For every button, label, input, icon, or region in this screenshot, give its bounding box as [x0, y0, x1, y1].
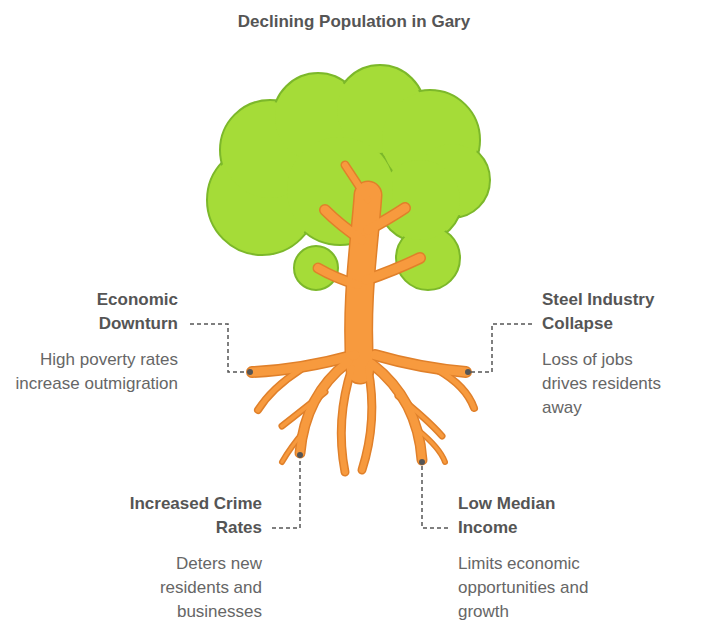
- tree-canopy-fill: [209, 67, 488, 253]
- tree-wood-outline: [258, 370, 300, 410]
- tree-wood: [375, 355, 466, 372]
- tree-wood-outline: [341, 368, 352, 472]
- tree-wood: [438, 370, 474, 408]
- tree-wood: [318, 268, 358, 285]
- callout-body: Deters new residents and businesses: [142, 552, 262, 624]
- tree-wood: [341, 368, 352, 472]
- callout-heading: Economic Downturn: [58, 288, 178, 336]
- callout-body: Limits economic opportunities and growth: [458, 552, 618, 624]
- tree-wood: [366, 258, 420, 280]
- callout-body: Loss of jobs drives residents away: [542, 348, 682, 420]
- callout-heading: Increased Crime Rates: [102, 492, 262, 540]
- tree-wood: [418, 430, 445, 462]
- callout-heading: Low Median Income: [458, 492, 578, 540]
- callout-body: High poverty rates increase outmigration: [13, 348, 178, 396]
- diagram-title: Declining Population in Gary: [0, 12, 708, 32]
- tree-wood: [345, 165, 368, 200]
- leader-dots: [247, 369, 471, 465]
- tree-wood-outline: [375, 355, 466, 372]
- tree-wood: [368, 208, 405, 230]
- tree-wood: [282, 392, 325, 426]
- tree-wood: [258, 370, 300, 410]
- tree-wood-outline: [438, 370, 474, 408]
- tree-wood: [325, 210, 362, 240]
- tree-wood: [282, 430, 305, 462]
- callout-heading: Steel Industry Collapse: [542, 288, 682, 336]
- tree-wood: [362, 368, 372, 470]
- tree-trunk-and-roots: [252, 165, 474, 472]
- tree-wood-outline: [362, 368, 372, 470]
